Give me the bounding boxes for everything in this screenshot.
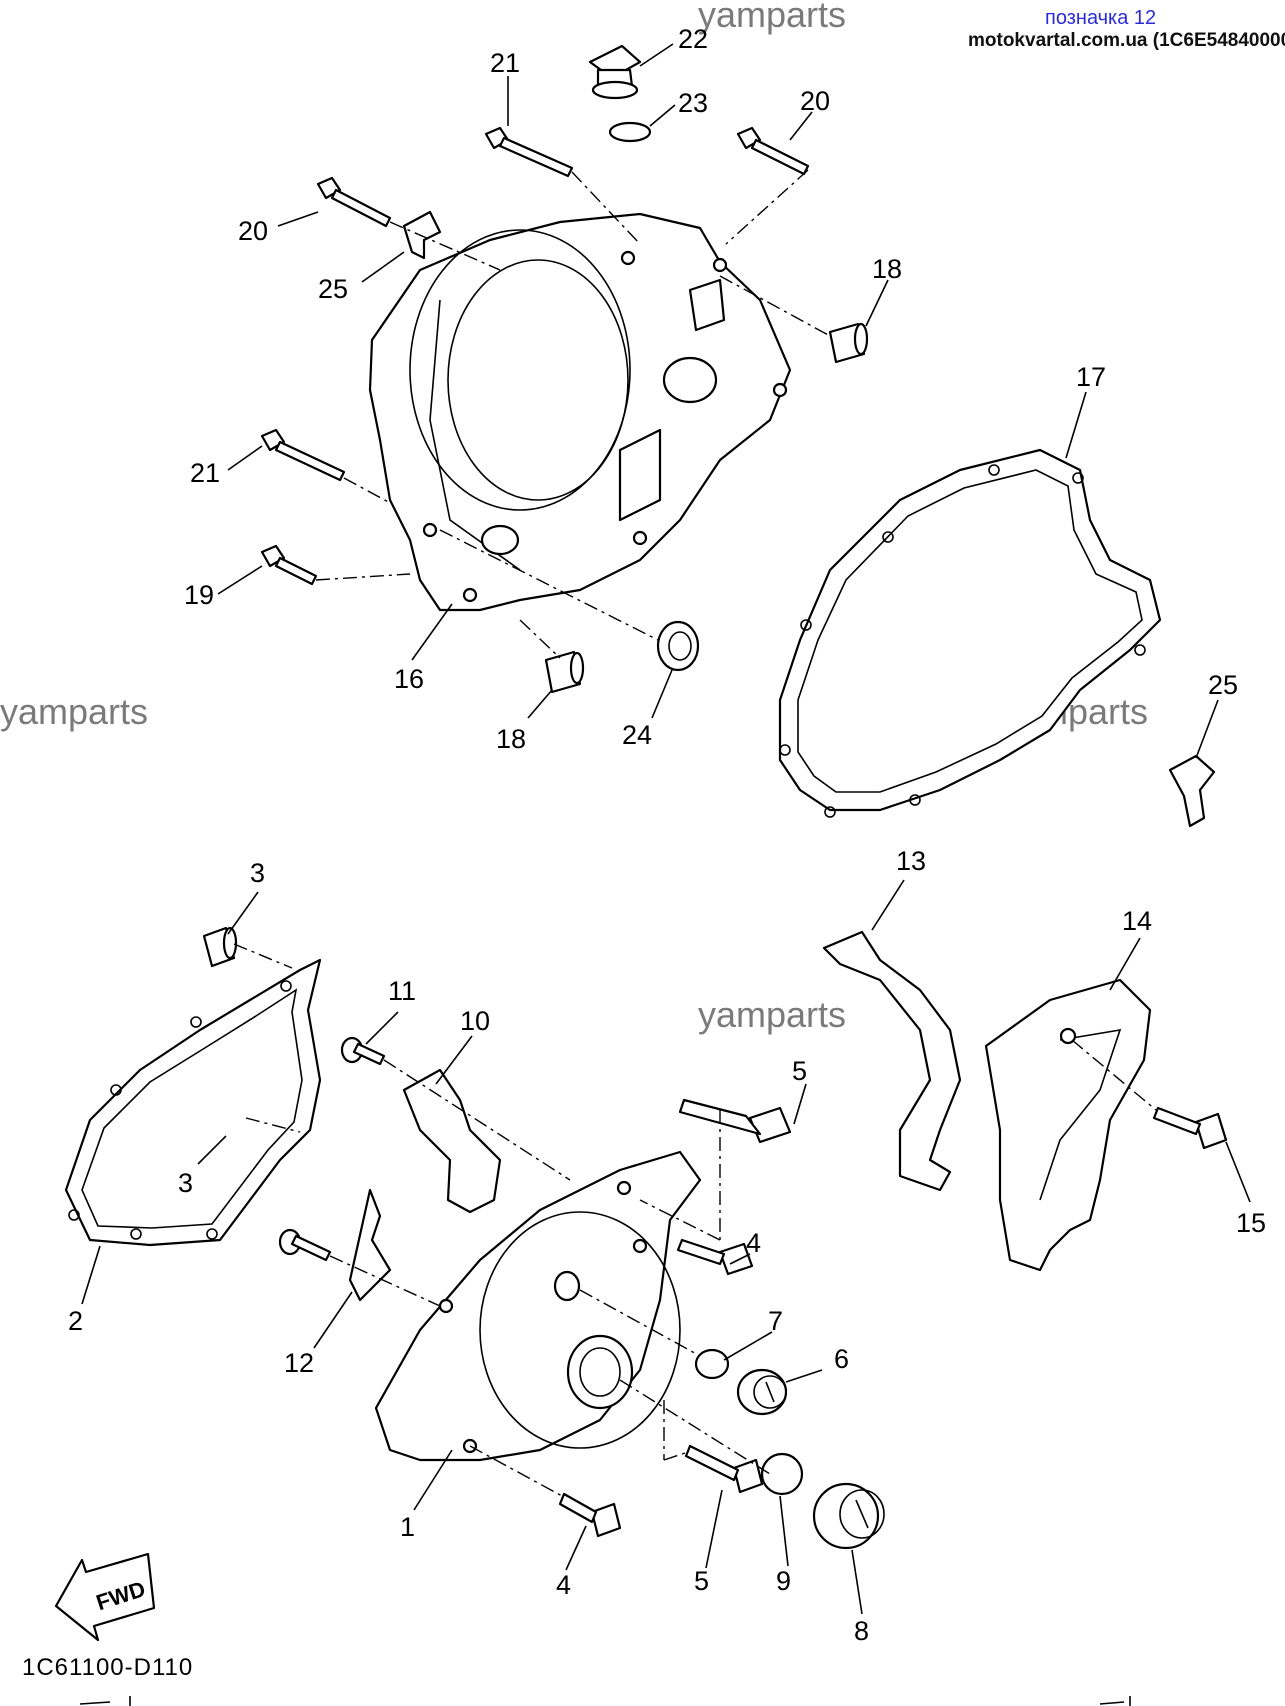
bolt-15 [1152, 1106, 1228, 1150]
callout-5-lower: 5 [694, 1566, 709, 1596]
callout-24: 24 [622, 720, 652, 750]
header-source: motokvartal.com.ua (1C6E54840000) [968, 30, 1285, 51]
watermark-top: yamparts [698, 0, 846, 35]
clip-25-upper [402, 210, 442, 260]
callout-10: 10 [460, 1006, 490, 1036]
bolt-5-upper [678, 1098, 792, 1144]
lead-wire-holder-12 [348, 1188, 392, 1302]
plug-8 [812, 1482, 885, 1550]
gasket-17 [778, 448, 1162, 818]
callout-15: 15 [1236, 1208, 1266, 1238]
callout-5-upper: 5 [792, 1056, 807, 1086]
callout-20-right: 20 [800, 86, 830, 116]
callout-3-upper: 3 [250, 858, 265, 888]
callout-3-lower: 3 [178, 1168, 193, 1198]
callout-18-upper: 18 [872, 254, 902, 284]
bolt-4-upper [676, 1238, 754, 1276]
callout-25-upper: 25 [318, 274, 348, 304]
screw-near-12 [278, 1228, 332, 1262]
callout-22: 22 [678, 24, 708, 54]
bolt-5-lower [684, 1444, 764, 1494]
upper-leader-lines [217, 43, 1219, 759]
sprocket-cover-14 [984, 978, 1152, 1272]
watermark-middle: yamparts [698, 994, 846, 1035]
dowel-pin-18-lower [544, 650, 585, 694]
header-badge: позначка 12 [1045, 7, 1156, 29]
callout-17: 17 [1076, 362, 1106, 392]
callout-9: 9 [776, 1566, 791, 1596]
bolt-21-top [484, 126, 574, 178]
dowel-pin-3-upper [202, 926, 238, 968]
watermark-left: yamparts [0, 691, 148, 732]
callout-20-left: 20 [238, 216, 268, 246]
bolt-21-mid [260, 428, 346, 482]
lower-leader-lines [81, 879, 1251, 1615]
plug-6 [736, 1368, 788, 1416]
screw-11 [340, 1036, 386, 1066]
callout-14: 14 [1122, 906, 1152, 936]
callout-16: 16 [394, 664, 424, 694]
oil-filler-plug-22 [588, 44, 642, 100]
crankcase-cover-1 [374, 1150, 702, 1462]
gasket-2 [64, 958, 322, 1247]
callout-4-upper: 4 [746, 1228, 761, 1258]
fwd-arrow-icon: FWD [54, 1552, 156, 1642]
oil-seal-24 [656, 620, 700, 672]
callout-1: 1 [400, 1512, 415, 1542]
callout-23: 23 [678, 88, 708, 118]
dowel-pin-18-upper [828, 322, 869, 364]
callout-8: 8 [854, 1616, 869, 1646]
crankcase-cover-16 [368, 212, 792, 612]
callout-21-top: 21 [490, 48, 520, 78]
bottom-ticks [79, 1696, 1131, 1706]
callout-2: 2 [68, 1306, 83, 1336]
callout-4-lower: 4 [556, 1570, 571, 1600]
callout-7: 7 [768, 1306, 783, 1336]
callout-6: 6 [834, 1344, 849, 1374]
callout-18-lower: 18 [496, 724, 526, 754]
o-ring-23 [608, 121, 652, 143]
callout-25-lower: 25 [1208, 670, 1238, 700]
bolt-20-left [316, 176, 392, 228]
callout-13: 13 [896, 846, 926, 876]
lead-wire-holder-10 [402, 1068, 502, 1214]
callout-12: 12 [284, 1348, 314, 1378]
bolt-20-right [736, 126, 810, 176]
diagram-code: 1C61100-D110 [22, 1654, 193, 1681]
bolt-4-lower [558, 1492, 622, 1538]
callout-11: 11 [388, 976, 416, 1006]
o-ring-9 [760, 1452, 804, 1496]
plate-13 [822, 930, 962, 1192]
bolt-19 [260, 544, 318, 586]
callout-21-mid: 21 [190, 458, 220, 488]
callout-19: 19 [184, 580, 214, 610]
o-ring-7 [694, 1348, 730, 1380]
clip-25-lower [1168, 754, 1216, 828]
